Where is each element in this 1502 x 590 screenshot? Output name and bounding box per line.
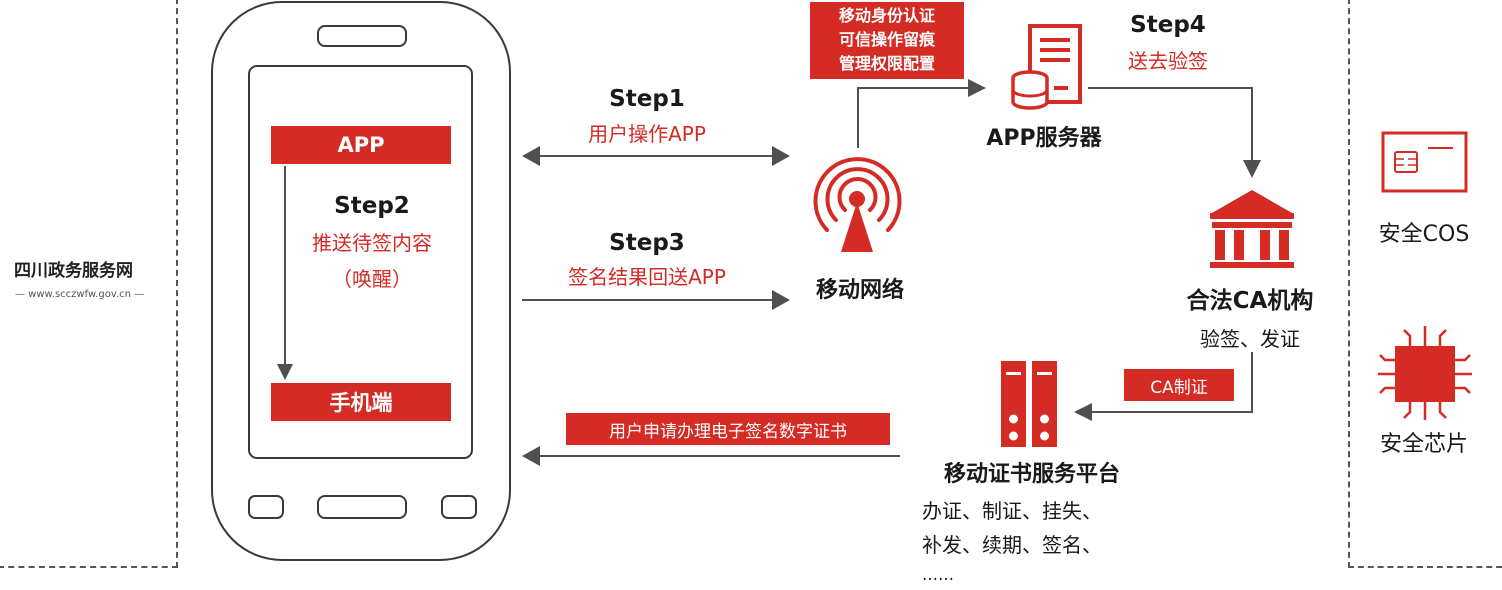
platform-desc-line1: 办证、制证、挂失、 — [922, 499, 1102, 523]
terminal-label-bar: 手机端 — [271, 383, 451, 421]
secure-chip-icon — [1378, 326, 1472, 420]
auth-feature-line1: 移动身份认证 — [838, 6, 935, 25]
platform-label: 移动证书服务平台 — [943, 462, 1121, 487]
step3-arrow — [522, 290, 790, 310]
binders-icon — [1001, 361, 1057, 447]
mobile-network-icon — [813, 157, 902, 252]
phone-outline — [211, 1, 511, 561]
step4-title: Step4 — [1130, 12, 1206, 38]
step1-title: Step1 — [609, 86, 685, 112]
platform-desc-line2: 补发、续期、签名、 — [922, 533, 1102, 557]
ca-to-platform-arrow — [1074, 352, 1253, 421]
right-panel — [1348, 0, 1502, 568]
step2-desc-line1: 推送待签内容 — [312, 231, 432, 255]
platform-to-phone-arrow — [522, 446, 900, 466]
network-to-server-arrow — [857, 79, 986, 148]
bank-building-icon — [1210, 190, 1294, 268]
network-label: 移动网络 — [815, 278, 905, 303]
secure-chip-label: 安全芯片 — [1379, 432, 1469, 457]
secure-card-icon — [1381, 131, 1468, 193]
step3-desc: 签名结果回送APP — [568, 265, 726, 289]
ca-label: 合法CA机构 — [1186, 288, 1314, 314]
step4-desc: 送去验签 — [1128, 49, 1208, 73]
server-icon — [1011, 24, 1082, 110]
auth-feature-line2: 可信操作留痕 — [838, 30, 935, 49]
ca-desc: 验签、发证 — [1200, 327, 1300, 351]
step2-title: Step2 — [334, 193, 410, 219]
auth-features-box: 移动身份认证 可信操作留痕 管理权限配置 — [810, 2, 964, 79]
platform-desc-line3: …… — [922, 565, 954, 584]
left-panel — [0, 0, 178, 568]
secure-cos-label: 安全COS — [1378, 222, 1470, 247]
step1-desc: 用户操作APP — [588, 122, 706, 146]
ca-issue-badge: CA制证 — [1124, 369, 1234, 401]
step3-title: Step3 — [609, 230, 685, 256]
app-label-bar: APP — [271, 126, 451, 164]
step4-arrow — [1088, 87, 1261, 178]
auth-feature-line3: 管理权限配置 — [838, 54, 935, 73]
step1-arrow — [522, 146, 790, 166]
server-label: APP服务器 — [986, 126, 1102, 151]
step2-desc-line2: （唤醒） — [332, 267, 412, 291]
logo-url: — www.scczwfw.gov.cn — — [15, 289, 145, 300]
request-certificate-badge: 用户申请办理电子签名数字证书 — [566, 413, 890, 445]
logo-title: 四川政务服务网 — [14, 261, 133, 281]
app-to-terminal-arrow — [277, 166, 293, 380]
